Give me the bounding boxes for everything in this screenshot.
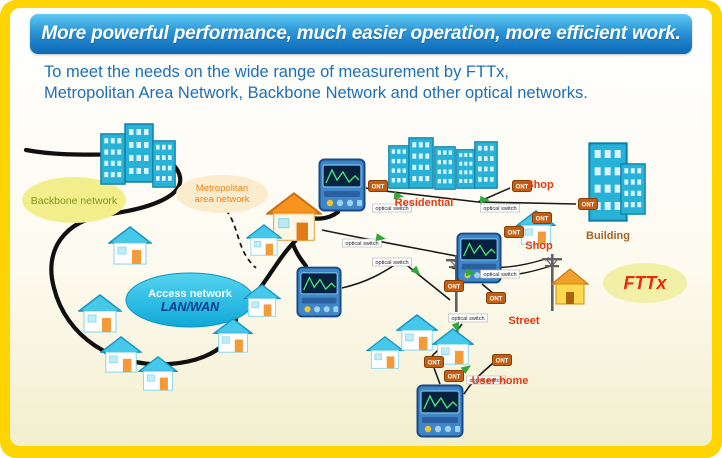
shop-building-icon xyxy=(474,141,498,189)
optical-switch-tag xyxy=(372,257,412,267)
fttx-ellipse xyxy=(603,263,687,303)
ont-badge xyxy=(424,356,444,368)
network-zones: Backbone network Metropolitan area netwo… xyxy=(22,175,687,328)
street-label: Street xyxy=(508,315,540,327)
house-icon xyxy=(100,336,142,373)
house-icon xyxy=(108,226,152,265)
network-diagram: ONT optical switch xyxy=(22,123,687,438)
city-building-icon xyxy=(152,140,176,188)
tall-building-icon xyxy=(620,162,646,216)
metro-label-line1: Metropolitan xyxy=(196,183,248,194)
shop-building-icon xyxy=(456,149,476,189)
ont-badge xyxy=(578,198,598,210)
otdr-device-icon xyxy=(318,158,366,212)
optical-switch-tag xyxy=(480,269,520,279)
ont-badge xyxy=(368,180,388,192)
fttx-label: FTTx xyxy=(624,273,668,293)
house-icon xyxy=(396,314,438,351)
optical-switch-tag xyxy=(480,203,520,213)
city-building-icon xyxy=(124,123,154,183)
fiber-line xyxy=(477,201,577,205)
house-icon xyxy=(78,294,122,333)
ont-badge xyxy=(486,292,506,304)
metro-label-line2: area network xyxy=(195,194,250,205)
area-labels: Residential Shop Building Shop Street Us… xyxy=(395,179,630,387)
residential-building-icon xyxy=(388,145,410,189)
fiber-line xyxy=(321,229,457,257)
banner-title: More powerful performance, much easier o… xyxy=(41,23,681,44)
title-banner: More powerful performance, much easier o… xyxy=(30,14,692,54)
ont-badge xyxy=(444,280,464,292)
intro-paragraph: To meet the needs on the wide range of m… xyxy=(44,62,694,104)
ont-badge xyxy=(492,354,512,366)
intro-line-1: To meet the needs on the wide range of m… xyxy=(44,63,509,81)
fiber-line xyxy=(463,361,495,395)
backbone-label: Backbone network xyxy=(31,195,118,207)
residential-building-icon xyxy=(408,137,434,189)
user-home-label: User home xyxy=(472,375,529,387)
shop-right-label: Shop xyxy=(525,240,553,252)
ont-badge xyxy=(444,370,464,382)
fiber-line xyxy=(341,263,397,289)
fiber-line-dashed xyxy=(225,209,257,269)
shop-top-label: Shop xyxy=(526,179,554,191)
ont-badge xyxy=(504,226,524,238)
content-panel: More powerful performance, much easier o… xyxy=(10,8,712,446)
backbone-ellipse xyxy=(22,177,126,223)
ont-badge xyxy=(532,212,552,224)
metro-ellipse xyxy=(176,175,268,213)
fiber-line xyxy=(433,367,441,385)
fiber-line xyxy=(290,241,309,269)
residential-label: Residential xyxy=(395,197,454,209)
intro-line-2: Metropolitan Area Network, Backbone Netw… xyxy=(44,84,588,102)
access-label-line2: LAN/WAN xyxy=(161,300,220,314)
premises-icons xyxy=(78,123,646,391)
otdr-device-icon xyxy=(416,384,464,438)
residential-building-icon xyxy=(434,146,456,190)
building-label: Building xyxy=(586,230,630,242)
otdr-device-icon xyxy=(296,266,342,318)
yellow-shop-icon xyxy=(550,268,590,305)
city-building-icon xyxy=(100,133,126,185)
house-icon xyxy=(366,336,404,369)
optical-switch-tag xyxy=(448,313,488,323)
access-label-line1: Access network xyxy=(148,288,233,300)
